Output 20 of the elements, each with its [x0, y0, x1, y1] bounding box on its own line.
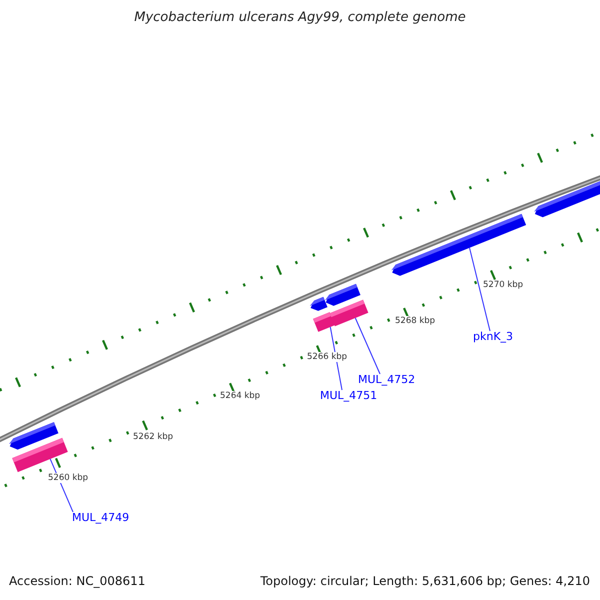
- leader-line: [330, 326, 342, 390]
- leader-line: [354, 318, 380, 374]
- scale-label: 5262 kbp: [133, 432, 174, 442]
- gene-feature: [324, 284, 360, 306]
- scale-label: 5266 kbp: [307, 352, 348, 362]
- scale-label: 5264 kbp: [220, 391, 260, 401]
- gene-feature: [310, 296, 328, 311]
- leader-line: [469, 247, 490, 332]
- gene-label: MUL_4752: [358, 373, 416, 386]
- scale-label: 5268 kbp: [395, 316, 436, 326]
- gene-label: MUL_4751: [320, 389, 378, 402]
- scale-label: 5270 kbp: [483, 280, 524, 290]
- accession-text: Accession: NC_008611: [9, 574, 146, 588]
- scale-label: 5260 kbp: [48, 473, 88, 483]
- gene-label: pknK_3: [473, 330, 514, 343]
- gene-feature: [12, 438, 68, 472]
- gene-label: MUL_4749: [72, 511, 130, 524]
- gene-feature: [391, 214, 526, 276]
- title: Mycobacterium ulcerans Agy99, complete genome: [133, 10, 467, 25]
- genome-info-text: Topology: circular; Length: 5,631,606 bp; Genes: 4,210: [260, 574, 590, 588]
